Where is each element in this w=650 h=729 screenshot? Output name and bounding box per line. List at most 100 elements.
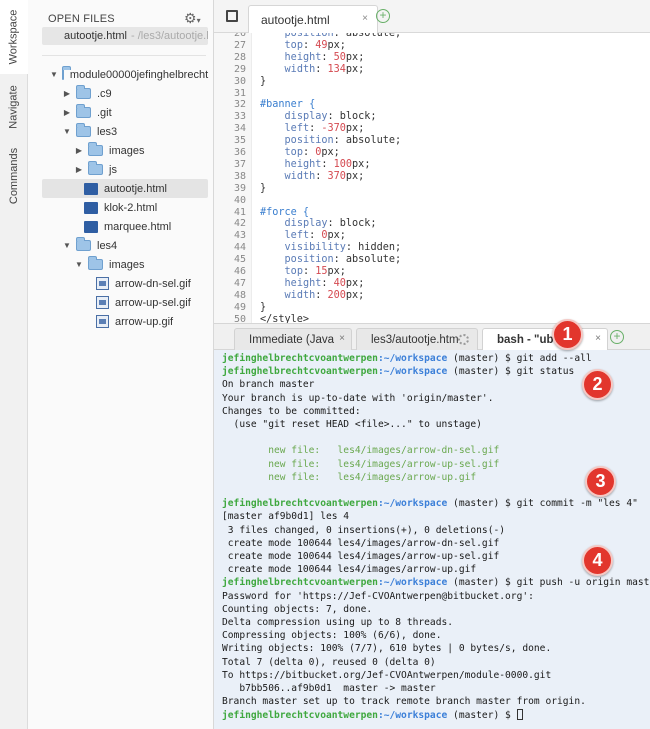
terminal-output-line: create mode 100644 les4/images/arrow-dn-… — [222, 537, 500, 549]
terminal-output-line: 3 files changed, 0 insertions(+), 0 dele… — [222, 524, 506, 536]
tree-folder[interactable]: ▼ images — [42, 255, 208, 274]
line-number: 28 — [233, 51, 246, 63]
line-number: 40 — [233, 194, 246, 206]
tree-folder[interactable]: ▼ les4 — [42, 236, 208, 255]
line-number: 31 — [233, 87, 246, 99]
tree-item-label: arrow-dn-sel.gif — [115, 277, 191, 290]
chevron-down-icon[interactable]: ▼ — [75, 260, 83, 269]
tab-commands[interactable]: Commands — [0, 140, 28, 212]
tree-item-label: arrow-up-sel.gif — [115, 296, 191, 309]
tree-item-label: images — [109, 258, 145, 271]
code-line: position: absolute; — [260, 33, 402, 39]
loading-spinner-icon — [458, 334, 469, 345]
css-property: position — [284, 135, 334, 147]
tree-file[interactable]: klok-2.html — [42, 198, 208, 217]
step-badge-2: 2 — [582, 369, 613, 400]
css-property: display — [284, 218, 328, 230]
divider — [42, 55, 206, 56]
line-number: 46 — [233, 266, 246, 277]
tree-file[interactable]: arrow-up.gif — [42, 312, 208, 331]
terminal-output-line: Compressing objects: 100% (6/6), done. — [222, 630, 442, 642]
chevron-down-icon[interactable]: ▼ — [63, 241, 71, 250]
terminal-output-line: Total 7 (delta 0), reused 0 (delta 0) — [222, 656, 436, 668]
gear-icon[interactable]: ⚙▾ — [184, 10, 201, 26]
chevron-right-icon[interactable]: ▶ — [75, 146, 83, 155]
terminal-output-line: To https://bitbucket.org/Jef-CVOAntwerpe… — [222, 669, 552, 681]
code-line: visibility: hidden; — [284, 242, 402, 254]
tab-navigate[interactable]: Navigate — [0, 74, 28, 140]
tree-file[interactable]: marquee.html — [42, 217, 208, 236]
line-number: 27 — [233, 39, 246, 51]
open-file-name: autootje.html — [64, 30, 127, 42]
code-line: </style> — [260, 313, 310, 323]
terminal-output-line: Counting objects: 7, done. — [222, 603, 373, 615]
open-file-path: - /les3/autootje.htm — [130, 30, 208, 42]
terminal-output-line: b7bb506..af9b0d1 master -> master — [222, 683, 436, 694]
code-editor[interactable]: 26 position: absolute;27 top: 49px;28 he… — [214, 33, 650, 323]
terminal-output-line: Delta compression using up to 8 threads. — [222, 617, 454, 628]
tree-file[interactable]: arrow-up-sel.gif — [42, 293, 208, 312]
css-property: height — [284, 158, 322, 170]
chevron-down-icon[interactable]: ▼ — [50, 70, 58, 79]
tree-item-label: klok-2.html — [104, 201, 158, 214]
terminal-output[interactable]: jefinghelbrechtcvoantwerpen:~/workspace … — [214, 350, 650, 729]
terminal-output-line: [master af9b0d1] les 4 — [222, 511, 350, 523]
open-file-item[interactable]: autootje.html - /les3/autootje.htm — [42, 27, 208, 45]
tree-folder[interactable]: ▶.c9 — [42, 84, 208, 103]
css-property: position — [284, 33, 334, 39]
close-icon[interactable]: × — [595, 333, 601, 344]
tree-folder[interactable]: ▶.git — [42, 103, 208, 122]
css-property: height — [284, 51, 322, 63]
chevron-right-icon[interactable]: ▶ — [63, 108, 71, 117]
css-number: 134 — [327, 63, 346, 75]
css-property: height — [284, 277, 322, 289]
tree-item-label: les4 — [97, 239, 118, 252]
folder-icon — [88, 256, 103, 270]
chevron-down-icon[interactable]: ▼ — [63, 127, 71, 136]
css-property: left — [284, 123, 310, 135]
tree-folder[interactable]: ▶js — [42, 160, 208, 179]
tab-immediate-label: Immediate (Java — [249, 334, 335, 346]
tree-file[interactable]: arrow-dn-sel.gif — [42, 274, 208, 293]
line-number: 33 — [233, 111, 246, 123]
tree-item-label: module00000jefinghelbrecht — [69, 68, 209, 81]
open-files-header: OPEN FILES — [48, 13, 115, 25]
terminal-prompt-line: jefinghelbrechtcvoantwerpen:~/workspace … — [222, 709, 523, 721]
tab-autootje-html[interactable]: autootje.html × — [248, 5, 378, 33]
css-value: block; — [339, 218, 377, 230]
line-number: 36 — [233, 147, 246, 158]
tab-bash[interactable]: bash - "ubu × — [482, 328, 608, 351]
css-property: position — [284, 254, 334, 266]
prompt-user: jefinghelbrechtcvoantwerpen — [222, 366, 378, 378]
css-number: 0 — [321, 230, 328, 242]
tab-les3-autootje[interactable]: les3/autootje.htm — [356, 328, 478, 351]
tree-file[interactable]: autootje.html — [42, 179, 208, 198]
tree-folder[interactable]: ▶images — [42, 141, 208, 160]
close-icon[interactable]: × — [339, 333, 345, 344]
chevron-right-icon[interactable]: ▶ — [75, 165, 83, 174]
tab-immediate[interactable]: Immediate (Java × — [234, 328, 352, 351]
tab-commands-label: Commands — [8, 147, 20, 205]
chevron-right-icon[interactable]: ▶ — [63, 89, 71, 98]
terminal-output-line: Password for 'https://Jef-CVOAntwerpen@b… — [222, 590, 534, 602]
terminal-output-line: On branch master — [222, 379, 315, 391]
folder-icon — [76, 123, 91, 137]
tree-item-label: marquee.html — [104, 220, 172, 233]
editor-tab-label: autootje.html — [261, 12, 330, 27]
document-icon[interactable] — [226, 10, 238, 22]
tree-folder[interactable]: ▼les3 — [42, 122, 208, 141]
css-number: 370 — [327, 170, 346, 182]
terminal-output-line: create mode 100644 les4/images/arrow-up.… — [222, 564, 477, 576]
line-number-gutter — [214, 33, 252, 323]
new-tab-plus-icon[interactable]: + — [376, 9, 390, 23]
css-number: 100 — [333, 158, 353, 170]
css-value: absolute; — [345, 254, 402, 266]
tree-folder[interactable]: ▼ module00000jefinghelbrecht — [42, 65, 208, 84]
close-icon[interactable]: × — [362, 13, 368, 24]
new-terminal-plus-icon[interactable]: + — [610, 330, 624, 344]
code-line: } — [260, 301, 267, 313]
tab-workspace[interactable]: Workspace — [0, 0, 28, 74]
css-number: 49 — [315, 39, 328, 51]
terminal-cursor[interactable] — [516, 709, 523, 721]
image-file-icon — [96, 277, 109, 290]
